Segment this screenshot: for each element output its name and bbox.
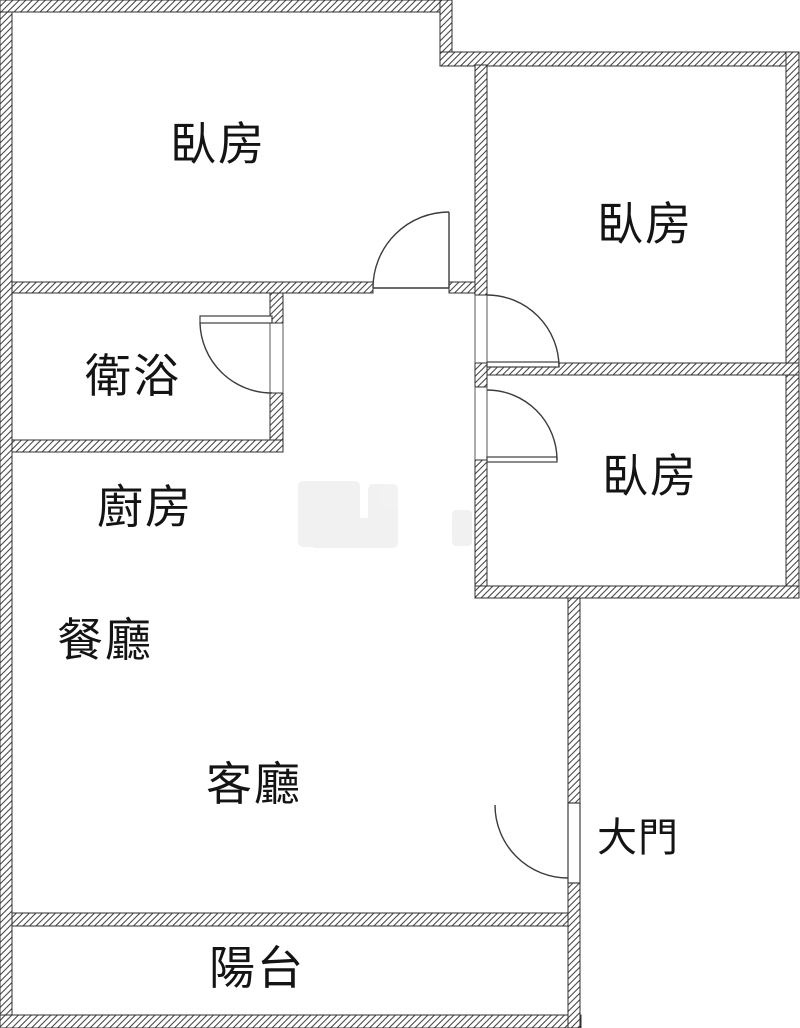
bathroom-door-arc	[199, 322, 273, 394]
main-door-arc	[494, 804, 569, 879]
wall-hall-vertical-lower	[474, 459, 488, 587]
wall-outer-top-left	[0, 0, 453, 13]
wall-hall-vertical-upper	[474, 64, 488, 296]
wall-bathroom-right-lower	[269, 392, 284, 441]
label-main-door: 大門	[597, 815, 679, 861]
wall-bathroom-right-upper	[269, 292, 284, 324]
main-door-leaf	[567, 802, 581, 884]
wall-bedroom3-bottom	[474, 585, 800, 599]
watermark-blob	[368, 484, 398, 546]
watermark-blob	[452, 510, 472, 546]
wall-entry-right-upper	[567, 597, 581, 804]
watermark	[298, 481, 472, 548]
label-bedroom-middle-right: 臥房	[602, 449, 698, 503]
bedroom3-door-arc	[486, 389, 558, 461]
wall-outer-top-right	[439, 51, 800, 67]
wall-balcony-divider	[11, 912, 569, 927]
wall-outer-left	[0, 0, 13, 1028]
label-living-room: 客廳	[206, 757, 302, 811]
label-balcony: 陽台	[209, 941, 305, 995]
wall-entry-right-lower	[567, 882, 581, 1028]
wall-outer-right	[785, 51, 800, 599]
room-labels: 臥房 臥房 臥房 衛浴 廚房 餐廳 客廳 陽台 大門	[57, 117, 698, 995]
doors	[199, 211, 581, 884]
label-bathroom: 衛浴	[85, 349, 181, 403]
watermark-blob	[298, 481, 360, 547]
wall-outer-bottom	[0, 1014, 582, 1028]
bedroom3-door-leaf	[486, 456, 558, 463]
bathroom-door-leaf	[199, 315, 273, 324]
label-bedroom-top-right: 臥房	[597, 197, 693, 251]
bedroom2-door-arc	[486, 294, 560, 368]
watermark-blob	[310, 518, 398, 548]
bedroom1-door-arc	[372, 211, 450, 289]
label-dining-room: 餐廳	[57, 613, 153, 667]
wall-hall-junction	[474, 362, 488, 388]
bedroom2-door-leaf	[486, 361, 560, 368]
label-bedroom-top-left: 臥房	[170, 117, 266, 171]
wall-bathroom-bottom	[11, 439, 284, 453]
label-kitchen: 廚房	[97, 480, 193, 534]
wall-bedroom1-bottom-left	[11, 281, 374, 294]
wall-bedrooms-divider	[486, 362, 800, 376]
